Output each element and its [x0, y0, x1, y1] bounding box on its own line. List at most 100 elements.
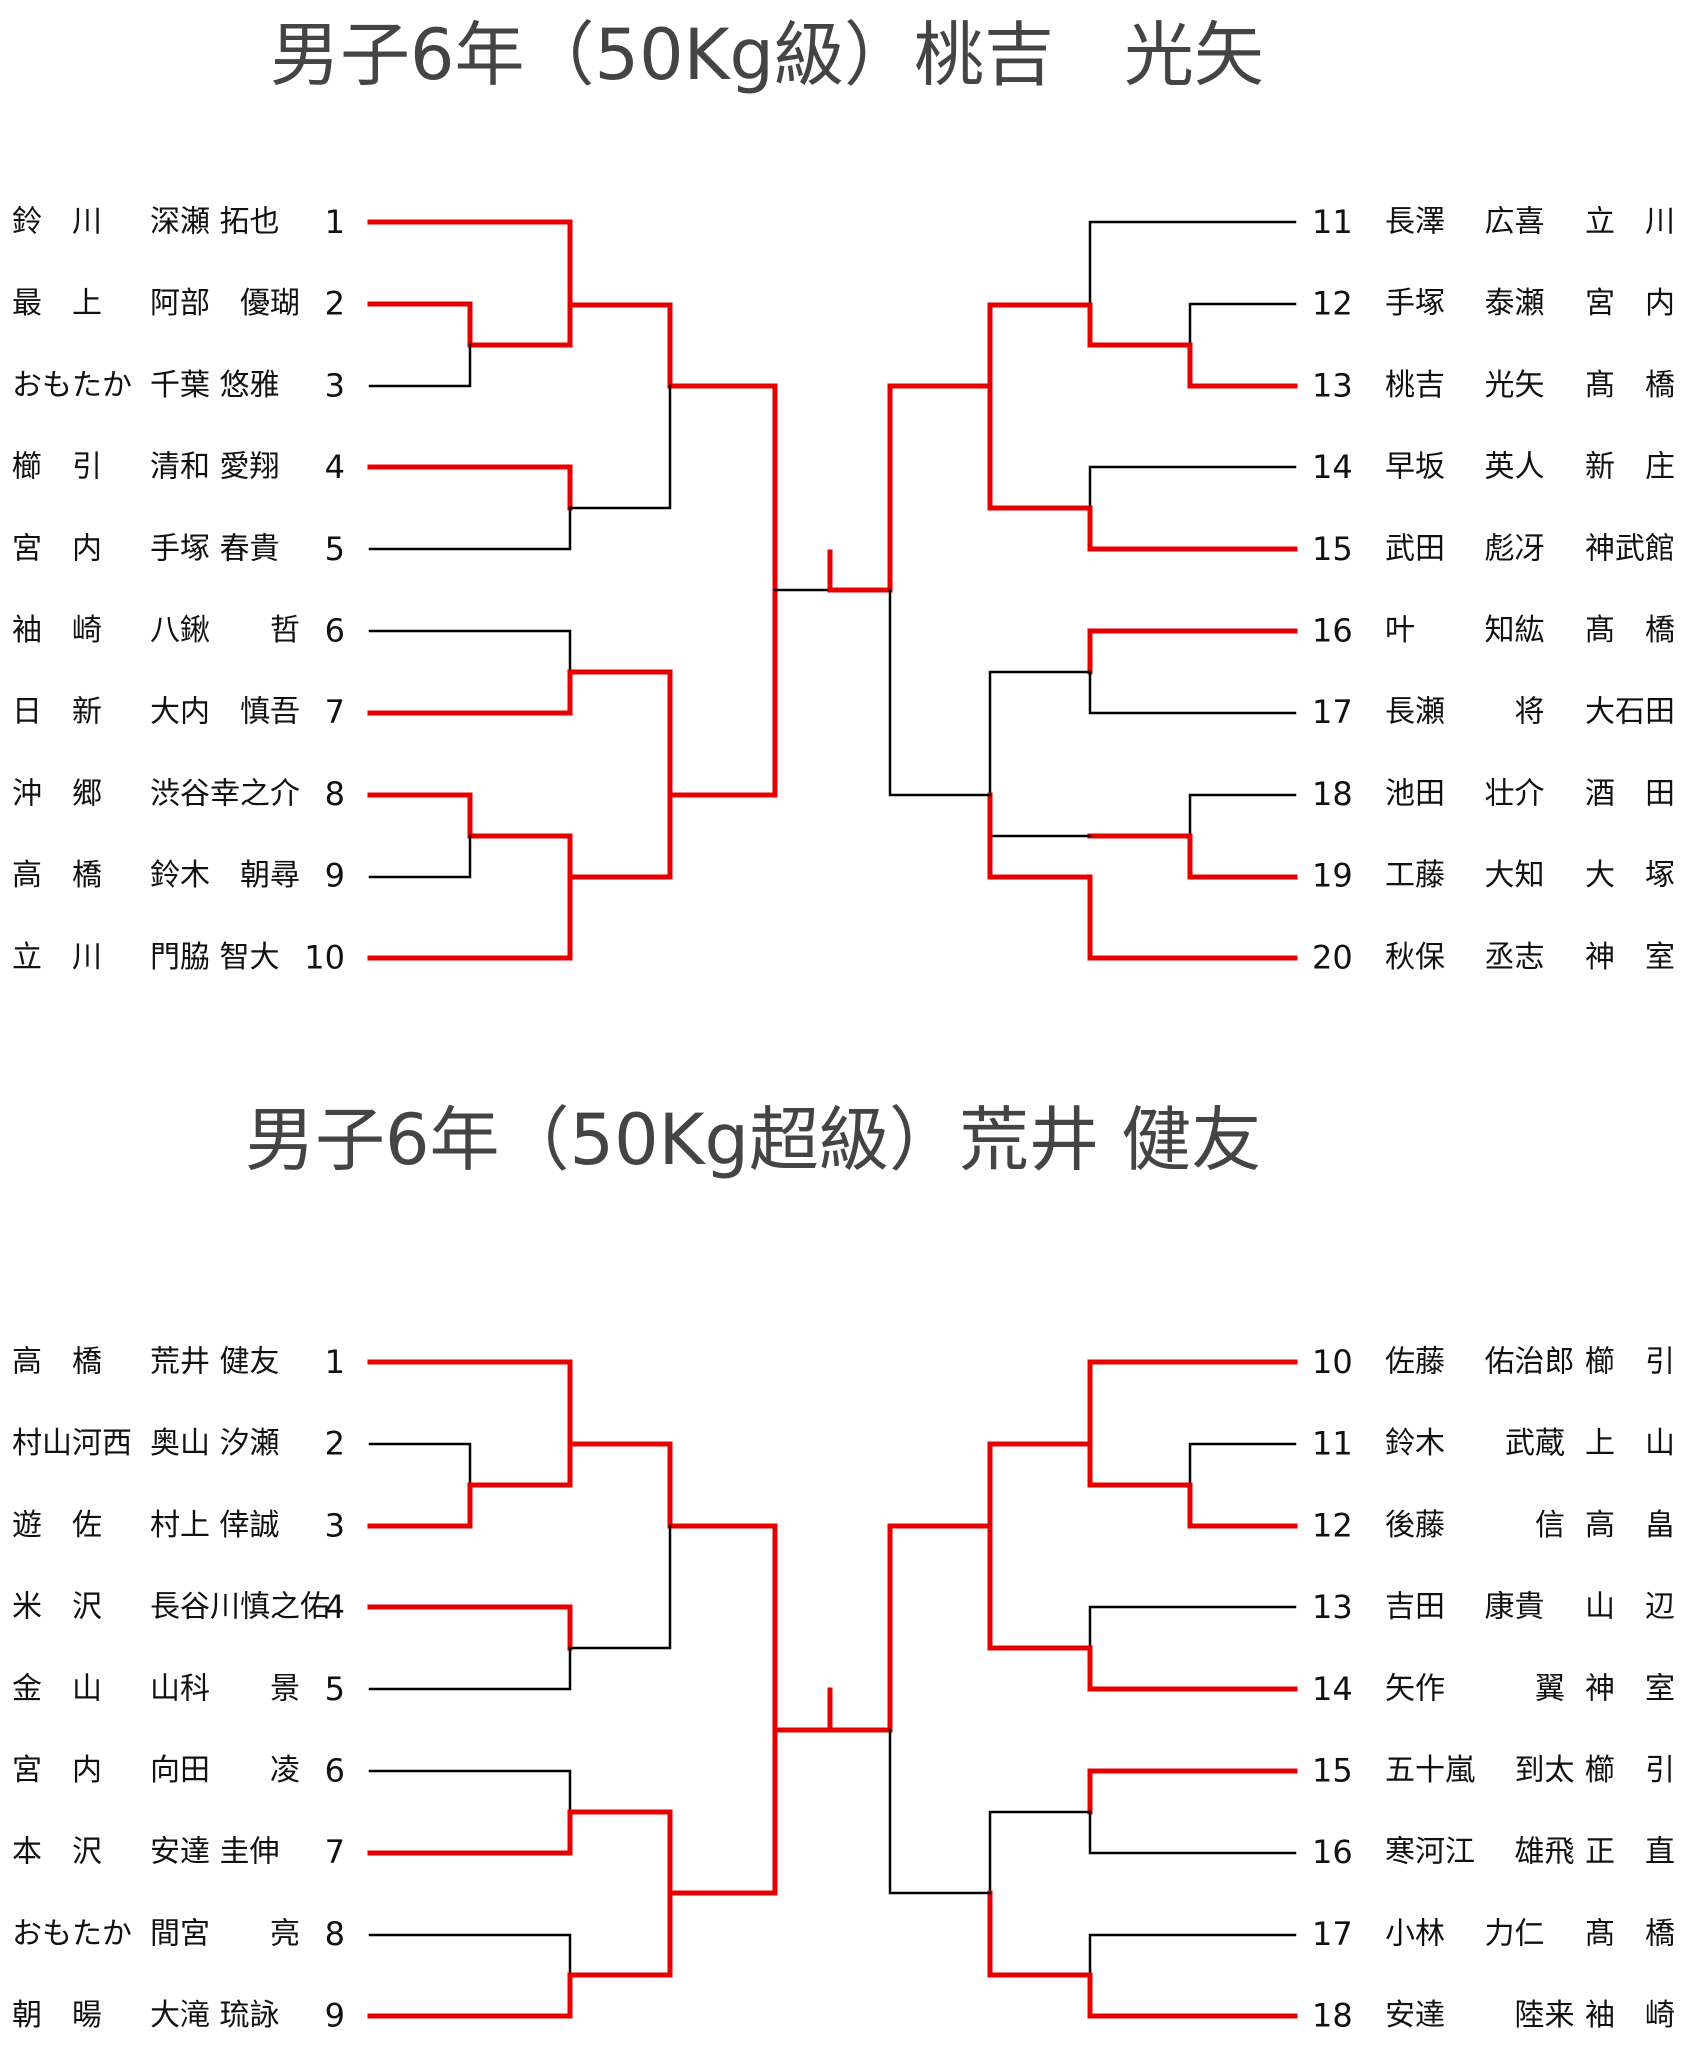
entrant-school: 米 沢 — [12, 1590, 102, 1625]
entrant-school: 袖 崎 — [1585, 1998, 1675, 2033]
entrant-school: 神武館 — [1585, 531, 1675, 566]
bracket-title: 男子6年（50Kg超級）荒井 健友 — [245, 1099, 1261, 1181]
entrant-seed: 14 — [1312, 1670, 1353, 1708]
entrant-seed: 8 — [325, 1915, 345, 1953]
entrant-name: 村上 倖誠 — [150, 1508, 280, 1543]
entrant-seed: 10 — [304, 938, 345, 976]
winner-path — [667, 587, 778, 798]
bracket-line — [988, 1810, 1297, 1895]
entrant-school: 朝 暘 — [12, 1998, 102, 2033]
winner-path — [367, 792, 573, 839]
entrant-name: 清和 愛翔 — [150, 450, 280, 485]
entrant-name: 早坂 英人 — [1385, 450, 1545, 485]
bracket-line — [888, 588, 992, 797]
entrant-seed: 13 — [1312, 1588, 1353, 1626]
entrant-seed: 9 — [325, 857, 345, 895]
entrant-school: 最 上 — [12, 286, 102, 321]
entrant-name: 鈴木 朝尋 — [150, 858, 300, 893]
entrant-school: 宮 内 — [12, 1753, 102, 1788]
bracket-line — [368, 343, 472, 388]
bracket-line — [368, 834, 472, 879]
winner-path — [887, 1523, 993, 1733]
entrant-seed: 12 — [1312, 285, 1353, 323]
entrant-school: 髙 橋 — [1585, 1916, 1675, 1951]
bracket-line — [1088, 1933, 1297, 1977]
entrant-school: 新 庄 — [1585, 450, 1675, 485]
bracket-line — [568, 1524, 672, 1650]
entrant-seed: 16 — [1312, 612, 1353, 650]
bracket-line — [368, 629, 572, 674]
entrant-seed: 8 — [325, 775, 345, 813]
bracket-lines — [367, 1359, 1298, 2019]
entrant-name: 長谷川慎之佑 — [150, 1590, 330, 1625]
entrant-name: 佐藤 佑治郎 — [1385, 1345, 1575, 1380]
entrant-seed: 7 — [325, 693, 345, 731]
entrant-seed: 2 — [325, 1425, 345, 1463]
entrant-seed: 4 — [325, 1588, 345, 1626]
bracket-line — [368, 506, 572, 551]
winner-path — [987, 1890, 1298, 2019]
winner-path — [1087, 1359, 1298, 1488]
winner-path — [567, 1809, 673, 1896]
entrant-name: 大滝 琉詠 — [150, 1998, 280, 2033]
entrant-name: 小林 力仁 — [1385, 1916, 1545, 1951]
winner-path — [1087, 833, 1298, 880]
entrant-seed: 3 — [325, 366, 345, 404]
entrant-name: 奥山 汐瀬 — [150, 1426, 280, 1461]
entrant-name: 手塚 春貴 — [150, 531, 280, 566]
entrant-school: 櫛 引 — [1585, 1753, 1675, 1788]
entrant-name: 八鍬 哲 — [150, 613, 300, 648]
entrant-name: 渋谷幸之介 — [150, 776, 300, 811]
winner-path — [827, 549, 893, 593]
entrant-seed: 10 — [1312, 1343, 1353, 1381]
entrant-seed: 12 — [1312, 1506, 1353, 1544]
winner-path — [367, 1441, 573, 1529]
bracket-title: 男子6年（50Kg級）桃吉 光矢 — [270, 14, 1264, 96]
entrant-seed: 14 — [1312, 448, 1353, 486]
entrant-name: 長瀬 将 — [1385, 695, 1545, 730]
entrant-name: 後藤 信 — [1385, 1508, 1565, 1543]
entrant-name: 阿部 優瑚 — [150, 286, 300, 321]
entrant-name: 叶 知紘 — [1385, 613, 1545, 648]
winner-path — [1087, 342, 1298, 389]
entrant-right: 18 池田 壮介 酒 田 — [1312, 775, 1675, 813]
entrant-seed: 1 — [325, 203, 345, 241]
winner-path — [667, 1727, 778, 1896]
entrant-name: 間宮 亮 — [150, 1916, 300, 1951]
entrant-school: 本 沢 — [12, 1835, 102, 1870]
entrant-school: 酒 田 — [1585, 776, 1675, 811]
entrant-name: 山科 景 — [150, 1671, 300, 1706]
entrant-school: 遊 佐 — [12, 1508, 102, 1543]
winner-path — [367, 874, 573, 961]
entrant-school: 立 川 — [1585, 205, 1675, 240]
entrant-school: 髙 橋 — [1585, 368, 1675, 403]
entrant-name: 池田 壮介 — [1385, 776, 1545, 811]
winner-path — [987, 1523, 1298, 1692]
entrant-school: 鈴 川 — [12, 205, 102, 240]
entrant-school: 日 新 — [12, 695, 102, 730]
entrant-left: 日 新 大内 慎吾 7 — [12, 693, 345, 731]
bracket-line — [368, 1769, 572, 1814]
entrant-seed: 18 — [1312, 775, 1353, 813]
winner-path — [987, 302, 1093, 389]
entrant-seed: 2 — [325, 285, 345, 323]
entrant-name: 大内 慎吾 — [150, 695, 300, 730]
entrant-seed: 18 — [1312, 1997, 1353, 2035]
entrant-name: 寒河江 雄飛 — [1385, 1835, 1575, 1870]
